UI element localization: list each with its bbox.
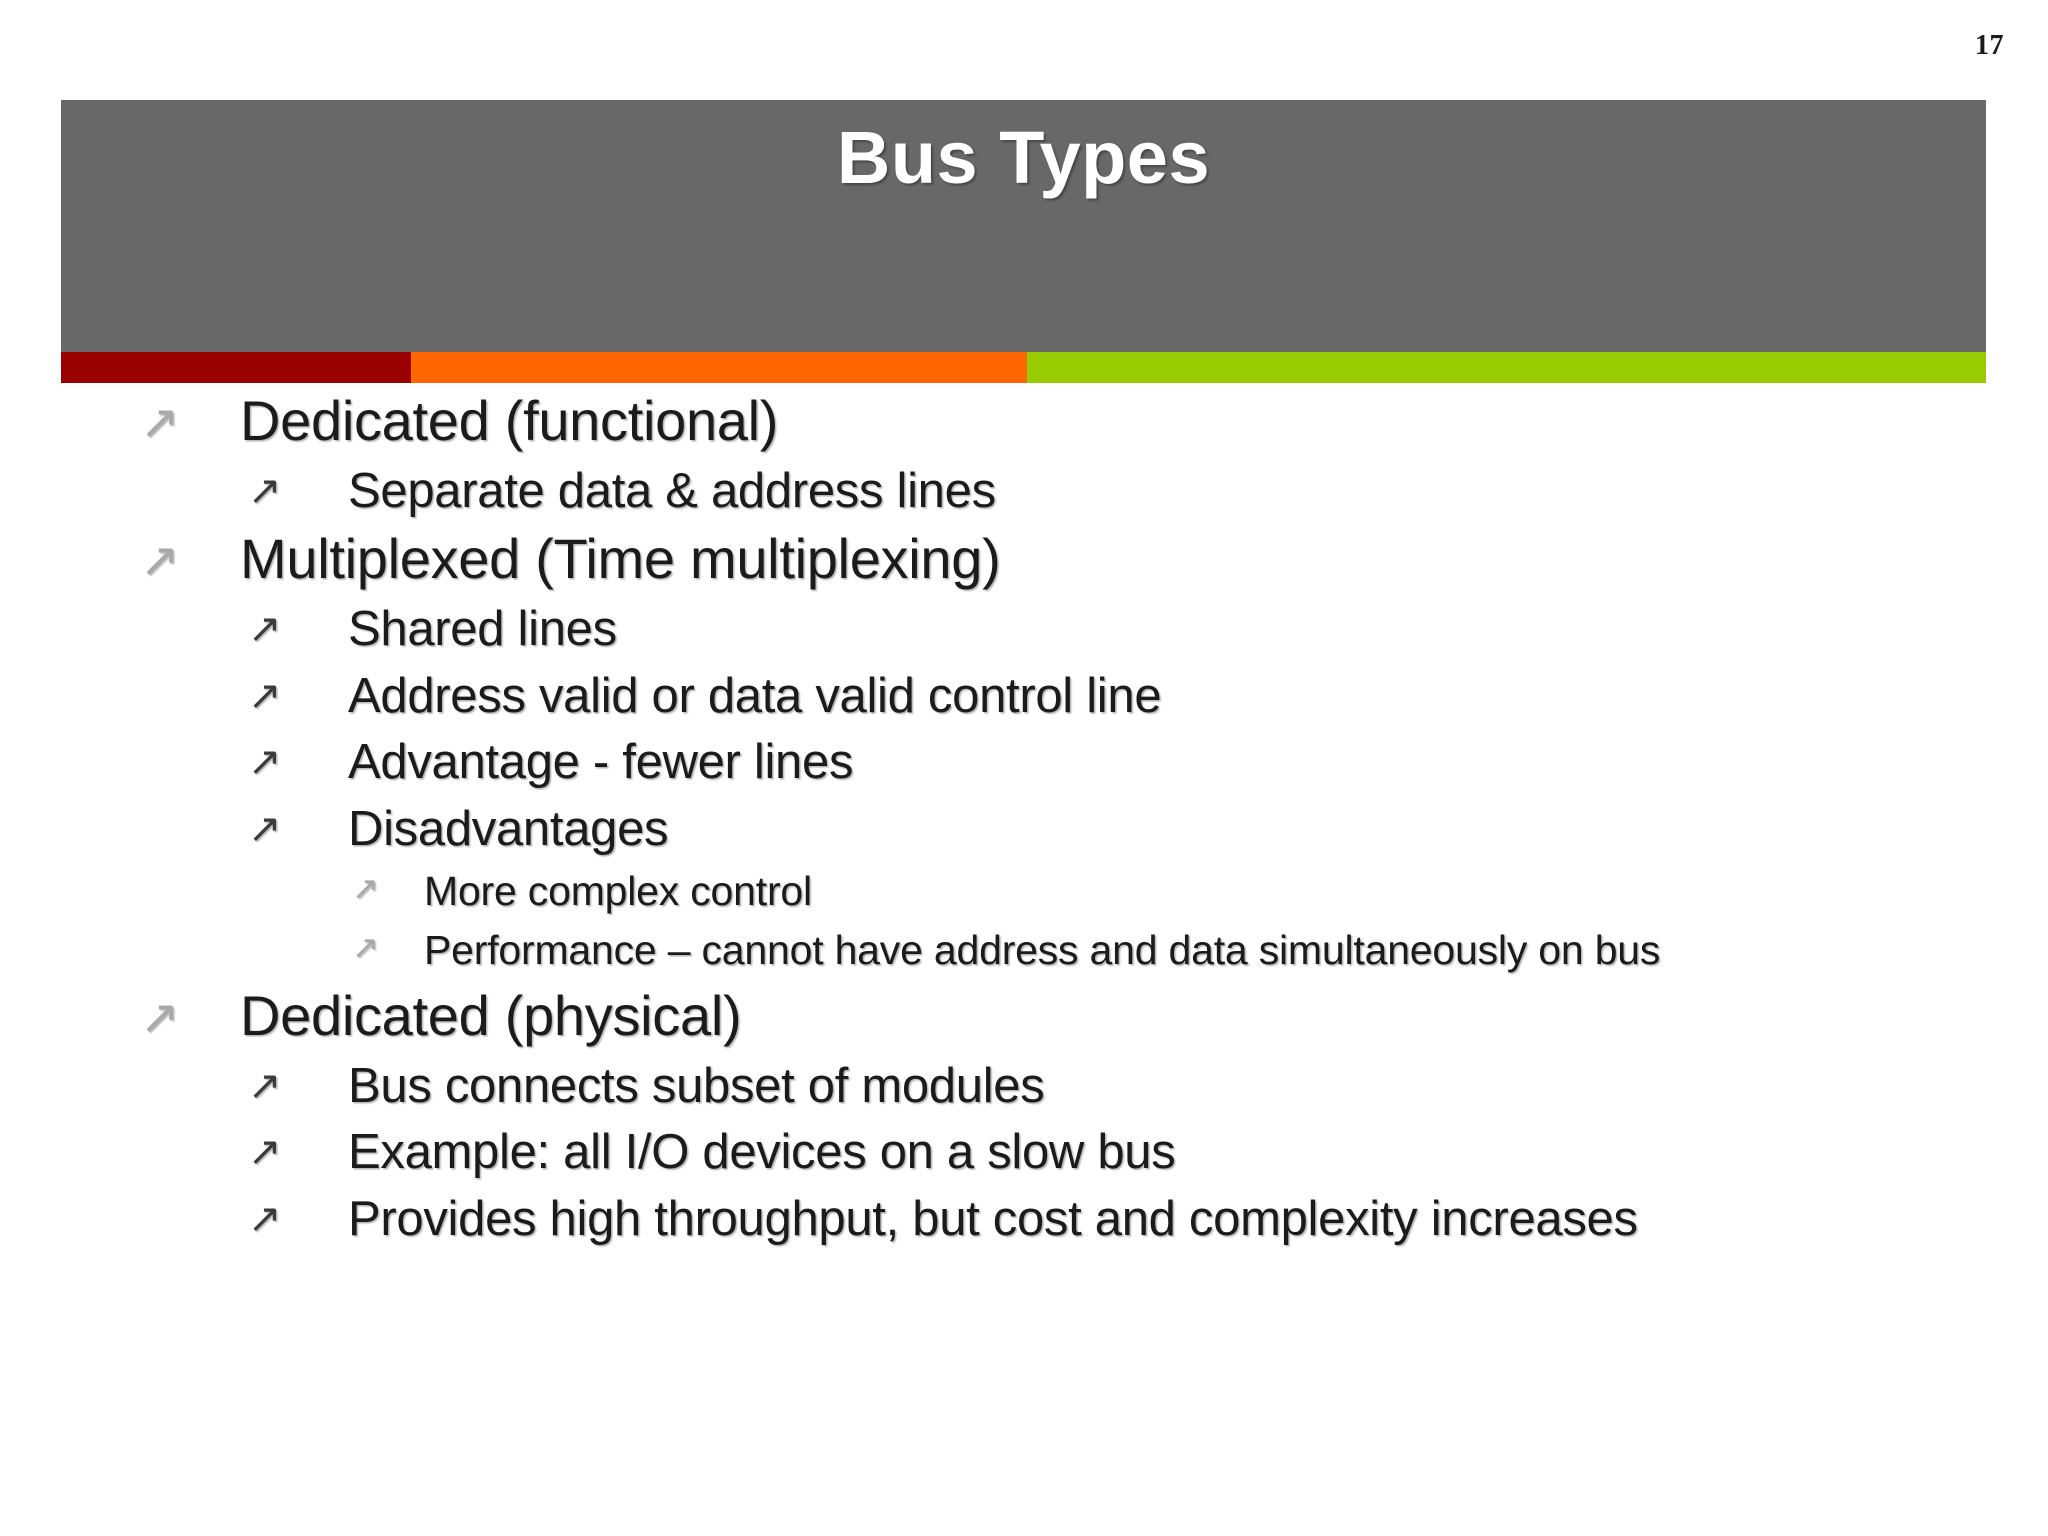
arrow-bullet-icon: ↗ (248, 467, 282, 514)
arrow-bullet-icon: ↗ (140, 532, 180, 588)
bullet-item: ↗ Dedicated (functional) (0, 389, 2048, 454)
bullet-item: ↗ Example: all I/O devices on a slow bus (0, 1124, 2048, 1182)
bullet-text: Multiplexed (Time multiplexing) (240, 526, 1001, 590)
bullet-item: ↗ Separate data & address lines (0, 463, 2048, 521)
arrow-bullet-icon: ↗ (352, 928, 379, 967)
bullet-item: ↗ Advantage - fewer lines (0, 734, 2048, 792)
stripe-segment-orange (411, 352, 1028, 383)
bullet-text: Bus connects subset of modules (348, 1058, 1045, 1113)
bullet-text: Performance – cannot have address and da… (424, 927, 1661, 974)
arrow-bullet-icon: ↗ (140, 989, 180, 1045)
title-banner: Bus Types (61, 100, 1986, 352)
bullet-text: Dedicated (functional) (240, 389, 779, 452)
arrow-bullet-icon: ↗ (248, 1062, 282, 1109)
arrow-bullet-icon: ↗ (140, 395, 180, 450)
arrow-bullet-icon: ↗ (248, 1129, 282, 1176)
bullet-item: ↗ Provides high throughput, but cost and … (0, 1191, 2048, 1249)
bullet-text: Address valid or data valid control line (348, 668, 1162, 723)
bullet-list: ↗ Dedicated (functional) ↗ Separate data & … (0, 383, 2048, 1536)
stripe-segment-red (61, 352, 412, 383)
bullet-item: ↗ Address valid or data valid control lin… (0, 668, 2048, 726)
page-title: Bus Types (836, 116, 1211, 199)
arrow-bullet-icon: ↗ (248, 806, 282, 853)
bullet-text: Provides high throughput, but cost and c… (348, 1192, 1638, 1247)
bullet-text: Advantage - fewer lines (348, 735, 854, 790)
arrow-bullet-icon: ↗ (352, 868, 379, 907)
bullet-item: ↗ Dedicated (physical) (0, 984, 2048, 1049)
arrow-bullet-icon: ↗ (248, 739, 282, 786)
accent-stripe (61, 352, 1986, 383)
bullet-text: Example: all I/O devices on a slow bus (348, 1125, 1176, 1180)
bullet-text: More complex control (424, 867, 812, 914)
bullet-item: ↗ Performance – cannot have address and d… (0, 924, 2048, 977)
bullet-text: Dedicated (physical) (240, 983, 742, 1047)
arrow-bullet-icon: ↗ (248, 605, 282, 652)
bullet-item: ↗ Disadvantages (0, 801, 2048, 859)
slide-number: 17 (1975, 30, 2004, 61)
bullet-item: ↗ Shared lines (0, 601, 2048, 659)
bullet-text: Separate data & address lines (348, 463, 996, 518)
arrow-bullet-icon: ↗ (248, 672, 282, 719)
bullet-item: ↗ More complex control (0, 865, 2048, 918)
bullet-text: Shared lines (348, 601, 617, 656)
bullet-text: Disadvantages (348, 802, 669, 857)
bullet-item: ↗ Bus connects subset of modules (0, 1058, 2048, 1116)
bullet-item: ↗ Multiplexed (Time multiplexing) (0, 527, 2048, 592)
stripe-segment-green (1027, 352, 1986, 383)
arrow-bullet-icon: ↗ (248, 1196, 282, 1243)
